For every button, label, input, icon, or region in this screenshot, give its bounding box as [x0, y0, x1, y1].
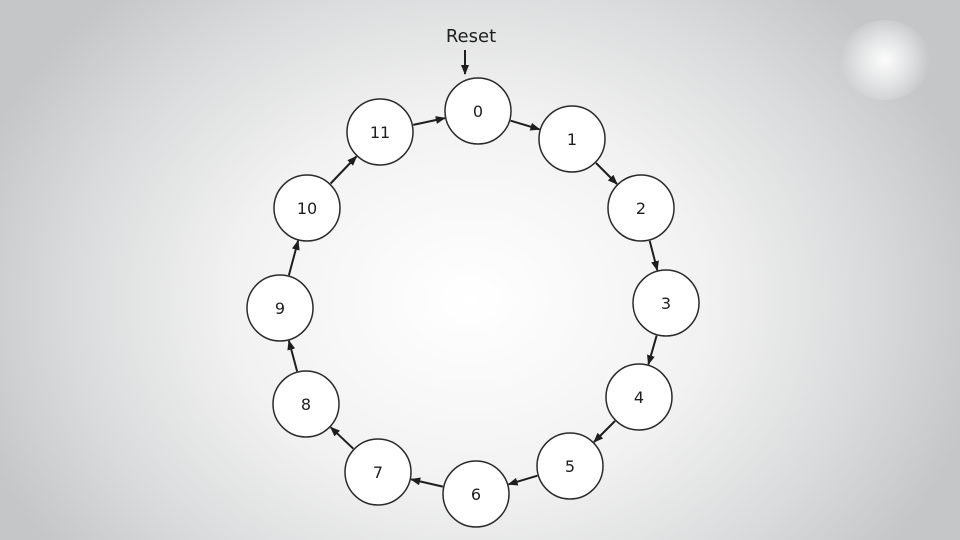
state-circle-2 — [607, 174, 675, 242]
state-circle-6 — [442, 460, 510, 528]
state-node-3: 3 — [632, 269, 700, 337]
transition-arrows — [287, 116, 659, 488]
state-label-6: 6 — [471, 485, 481, 504]
state-circle-3 — [632, 269, 700, 337]
state-node-7: 7 — [344, 438, 412, 506]
state-label-4: 4 — [634, 388, 644, 407]
state-circle-5 — [536, 432, 604, 500]
transition-arrow-5-to-6 — [507, 474, 538, 486]
state-label-2: 2 — [636, 199, 646, 218]
state-label-0: 0 — [473, 102, 483, 121]
state-node-10: 10 — [273, 174, 341, 242]
state-circle-7 — [344, 438, 412, 506]
transition-arrow-6-to-7 — [410, 477, 444, 488]
state-circle-4 — [605, 363, 673, 431]
state-node-4: 4 — [605, 363, 673, 431]
state-label-7: 7 — [373, 463, 383, 482]
transition-arrow-7-to-8 — [329, 426, 354, 450]
state-label-11: 11 — [370, 123, 390, 142]
state-node-6: 6 — [442, 460, 510, 528]
state-node-9: 9 — [246, 274, 314, 342]
state-circle-8 — [272, 370, 340, 438]
state-node-5: 5 — [536, 432, 604, 500]
state-node-0: 0 — [444, 77, 512, 145]
reset-label: Reset — [446, 26, 496, 47]
transition-arrow-8-to-9 — [287, 339, 299, 372]
transition-arrow-1-to-2 — [595, 162, 618, 185]
state-node-8: 8 — [272, 370, 340, 438]
state-label-3: 3 — [661, 294, 671, 313]
transition-arrow-3-to-4 — [647, 335, 658, 366]
transition-arrow-9-to-10 — [287, 239, 300, 276]
state-node-1: 1 — [538, 105, 606, 173]
state-circle-11 — [346, 98, 414, 166]
state-label-1: 1 — [567, 130, 577, 149]
state-circle-10 — [273, 174, 341, 242]
transition-arrow-11-to-0 — [412, 116, 446, 126]
state-node-2: 2 — [607, 174, 675, 242]
state-circle-0 — [444, 77, 512, 145]
state-label-9: 9 — [275, 299, 285, 318]
transition-arrow-4-to-5 — [593, 420, 616, 443]
reset-indicator: Reset — [446, 26, 496, 75]
state-label-8: 8 — [301, 395, 311, 414]
state-label-5: 5 — [565, 457, 575, 476]
transition-arrow-2-to-3 — [648, 240, 659, 272]
state-label-10: 10 — [297, 199, 317, 218]
state-node-11: 11 — [346, 98, 414, 166]
state-circle-9 — [246, 274, 314, 342]
state-nodes: 0 1 2 3 4 5 6 7 8 9 10 11 — [246, 77, 700, 528]
transition-arrow-10-to-11 — [329, 155, 358, 185]
transition-arrow-0-to-1 — [510, 119, 541, 131]
state-circle-1 — [538, 105, 606, 173]
